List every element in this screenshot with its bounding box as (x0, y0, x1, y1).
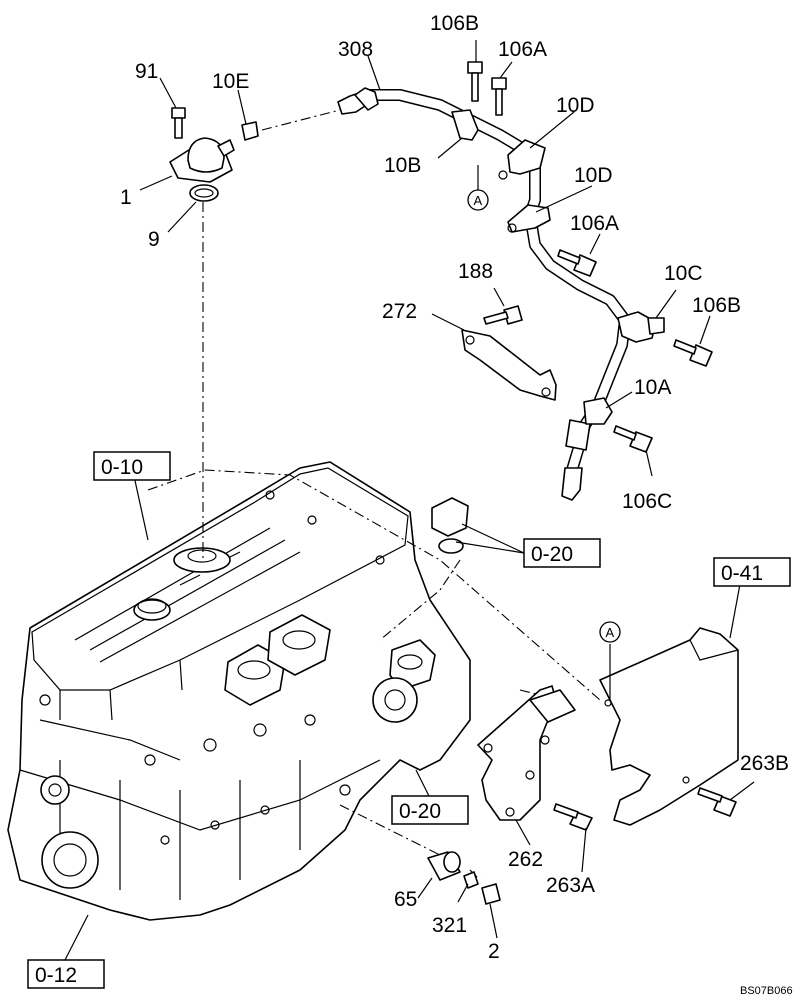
part-labels: 91 10E 308 106B 106A 10D 10B 10D 1 9 106… (120, 12, 789, 963)
label-263B: 263B (740, 752, 789, 775)
label-106C: 106C (622, 490, 672, 513)
svg-text:0-20: 0-20 (531, 543, 573, 566)
bracket-plate-0-41 (599, 627, 739, 826)
figure-code: BS07B066 (740, 985, 793, 997)
block-bolts (39, 490, 385, 845)
marker-A-top: A (467, 189, 489, 211)
ref-box-0-20-top: 0-20 (523, 538, 601, 568)
label-2: 2 (488, 940, 500, 963)
label-263A: 263A (546, 874, 595, 897)
label-65: 65 (394, 888, 417, 911)
label-321: 321 (432, 914, 467, 937)
bolt-263B (697, 787, 737, 817)
bolt-106A-mid (557, 249, 597, 277)
label-106B-mid: 106B (692, 294, 741, 317)
label-10A: 10A (634, 376, 671, 399)
ref-box-0-10: 0-10 (93, 451, 171, 481)
label-1: 1 (120, 186, 132, 209)
thermostat-housing (169, 107, 235, 202)
hose-clamps (451, 109, 665, 425)
bolt-106C (613, 425, 653, 453)
svg-text:A: A (606, 625, 615, 640)
intake-ports (224, 614, 436, 706)
label-262: 262 (508, 848, 543, 871)
label-10D-mid: 10D (574, 164, 613, 187)
svg-text:0-10: 0-10 (101, 456, 143, 479)
label-10B: 10B (384, 154, 421, 177)
bolt-188 (483, 305, 523, 325)
label-10E: 10E (212, 70, 249, 93)
marker-A-right: A (599, 621, 621, 643)
bracket-272 (461, 329, 557, 401)
ref-box-0-41: 0-41 (713, 557, 791, 587)
svg-text:0-12: 0-12 (35, 964, 77, 987)
svg-text:0-41: 0-41 (721, 562, 763, 585)
fitting-10E (241, 121, 259, 141)
label-10D-top: 10D (556, 94, 595, 117)
label-9: 9 (148, 228, 160, 251)
bracket-262 (477, 685, 576, 821)
svg-text:0-20: 0-20 (399, 800, 441, 823)
cover-plate (431, 497, 469, 554)
bolt-263A (553, 803, 593, 831)
label-106B-top: 106B (430, 12, 479, 35)
ref-box-0-12: 0-12 (27, 959, 105, 989)
label-188: 188 (458, 260, 493, 283)
water-hose-308 (337, 87, 631, 501)
label-91: 91 (135, 60, 158, 83)
label-106A-mid: 106A (570, 212, 619, 235)
engine-block (7, 461, 471, 921)
ref-box-0-20-bottom: 0-20 (391, 795, 469, 825)
label-308: 308 (338, 38, 373, 61)
fitting-321 (463, 871, 479, 889)
label-10C: 10C (664, 262, 703, 285)
label-272: 272 (382, 300, 417, 323)
pipe-65 (427, 851, 461, 881)
svg-text:A: A (474, 193, 483, 208)
bolt-106B-mid (673, 339, 713, 367)
bolt-106A-top (491, 77, 507, 116)
label-106A-top: 106A (498, 38, 547, 61)
bolt-106B-top (467, 61, 483, 102)
plug-2 (481, 883, 501, 905)
